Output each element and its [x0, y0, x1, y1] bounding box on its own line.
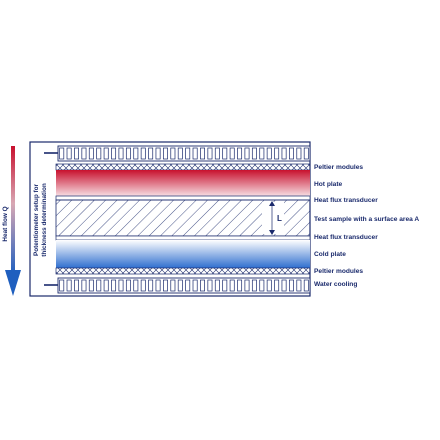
label-peltier-modules-top: Peltier modules — [314, 164, 363, 171]
water-cooling-cell — [140, 279, 146, 292]
peltier-top-frame — [57, 145, 311, 162]
peltier-top-cell — [192, 147, 198, 160]
peltier-top-cell — [170, 147, 176, 160]
water-cooling-cell — [266, 279, 272, 292]
peltier-top-cell — [118, 147, 124, 160]
water-cooling-cell — [96, 279, 102, 292]
water-cooling-cell — [192, 279, 198, 292]
water-cooling-cell — [229, 279, 235, 292]
label-heat-flux-transducer-bottom: Heat flux transducer — [314, 234, 378, 241]
water-cooling-cell — [289, 279, 294, 292]
water-cooling-cell — [274, 279, 280, 292]
peltier-top-cell — [296, 147, 302, 160]
peltier-top-cell — [103, 147, 109, 160]
water-cooling-cell — [81, 279, 87, 292]
peltier-top-cell — [74, 147, 79, 160]
water-cooling-cell — [244, 279, 250, 292]
peltier-top-cell — [163, 147, 168, 160]
water-cooling-cell — [214, 279, 220, 292]
peltier-top-cell — [96, 147, 102, 160]
peltier-top-cell — [200, 147, 205, 160]
heat-flux-transducer-top — [55, 195, 311, 201]
water-cooling-cell — [155, 279, 161, 292]
peltier-top-cell — [274, 147, 280, 160]
peltier-top-cell — [88, 147, 94, 160]
peltier-top-cell — [207, 147, 213, 160]
water-cooling-cell — [133, 279, 139, 292]
water-cooling-cell — [125, 279, 131, 292]
label-cold-plate: Cold plate — [314, 251, 346, 258]
water-cooling-cell — [118, 279, 124, 292]
water-cooling-cell — [222, 279, 228, 292]
thickness-indicator — [262, 201, 284, 235]
peltier-top-cell — [244, 147, 250, 160]
peltier-modules-top — [44, 145, 311, 162]
peltier-top-cell — [289, 147, 294, 160]
water-cooling-cell — [251, 279, 257, 292]
label-peltier-modules-bottom: Peltier modules — [314, 268, 363, 275]
peltier-top-cell — [177, 147, 183, 160]
water-cooling-cell — [296, 279, 302, 292]
water-cooling-cell — [59, 279, 65, 292]
water-cooling-cell — [303, 279, 309, 292]
heat-flow-arrow — [5, 146, 21, 296]
potentiometer-label-line-1: Potentiometer setup for — [33, 183, 40, 256]
water-cooling — [44, 277, 311, 294]
peltier-top-cell — [148, 147, 154, 160]
peltier-top-cell — [281, 147, 287, 160]
peltier-top-cell — [66, 147, 72, 160]
peltier-top-cell — [303, 147, 309, 160]
water-cooling-cell — [74, 279, 79, 292]
peltier-top-cell — [155, 147, 161, 160]
water-cooling-cell — [185, 279, 191, 292]
peltier-top-cell — [111, 147, 117, 160]
water-cooling-cell — [170, 279, 176, 292]
thickness-symbol: L — [277, 214, 282, 223]
water-cooling-cell — [200, 279, 205, 292]
peltier-top-cell — [251, 147, 257, 160]
peltier-top-cell — [237, 147, 243, 160]
peltier-top-cell — [214, 147, 220, 160]
water-cooling-cell — [103, 279, 109, 292]
hot-plate — [56, 170, 310, 196]
heat-flux-transducer-bottom — [55, 235, 311, 241]
label-heat-flux-transducer-top: Heat flux transducer — [314, 197, 378, 204]
water-cooling-cell — [237, 279, 243, 292]
potentiometer-label-line-2: thickness determination — [41, 183, 48, 257]
peltier-top-cell — [229, 147, 235, 160]
water-cooling-cell — [207, 279, 213, 292]
water-cooling-cell — [281, 279, 287, 292]
peltier-top-cell — [266, 147, 272, 160]
peltier-top-cell — [140, 147, 146, 160]
water-cooling-cell — [148, 279, 154, 292]
peltier-top-cell — [133, 147, 139, 160]
water-cooling-cell — [163, 279, 168, 292]
peltier-top-cell — [185, 147, 191, 160]
peltier-modules-top-layer — [55, 163, 311, 171]
label-test-sample: Test sample with a surface area A — [314, 216, 419, 223]
peltier-top-cell — [125, 147, 131, 160]
peltier-top-cell — [59, 147, 65, 160]
peltier-top-cell — [259, 147, 265, 160]
water-cooling-frame — [57, 277, 311, 294]
peltier-modules-bottom-layer — [55, 267, 311, 275]
peltier-top-cell — [222, 147, 228, 160]
water-cooling-cell — [259, 279, 265, 292]
peltier-top-cell — [81, 147, 87, 160]
water-cooling-cell — [111, 279, 117, 292]
label-hot-plate: Hot plate — [314, 181, 343, 188]
water-cooling-cell — [88, 279, 94, 292]
water-cooling-cell — [66, 279, 72, 292]
cold-plate — [56, 240, 310, 268]
heat-flow-label: Heat flow Q — [2, 206, 9, 241]
water-cooling-cell — [177, 279, 183, 292]
label-water-cooling: Water cooling — [314, 281, 357, 288]
